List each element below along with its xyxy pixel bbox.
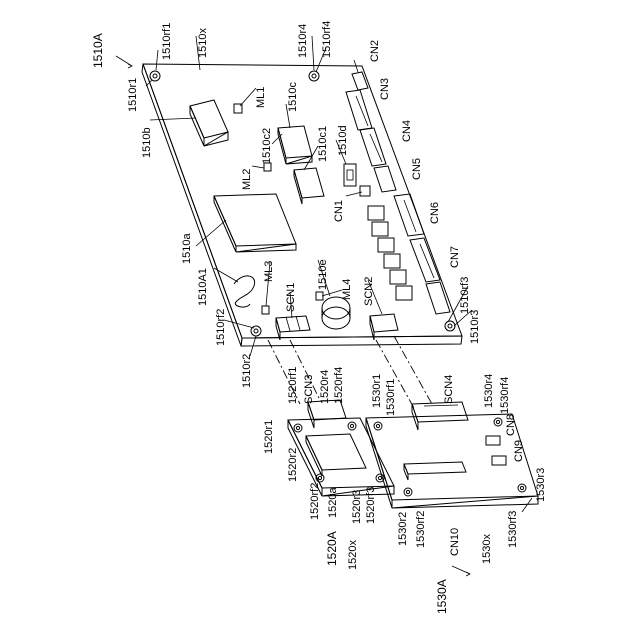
- label-1510x: 1510x: [197, 28, 209, 58]
- label-1530rf4: 1530rf4: [499, 377, 511, 414]
- label-1510r2: 1510r2: [241, 354, 253, 388]
- hole-1510rf2: [254, 329, 258, 333]
- connector-cn8: [486, 436, 500, 445]
- label-1510rf4: 1510rf4: [321, 21, 333, 58]
- label-cn6: CN6: [429, 202, 441, 224]
- hole-1510r3: [445, 321, 455, 331]
- label-1530rf2: 1530rf2: [415, 511, 427, 548]
- hole-1520r4: [348, 422, 356, 430]
- hole-1530r1: [374, 422, 382, 430]
- label-1530rf1: 1530rf1: [385, 379, 397, 416]
- hole-1510rf3: [448, 324, 452, 328]
- chip-1510c: [278, 126, 312, 164]
- component-1510b: [190, 100, 228, 146]
- part-ml4: [316, 292, 323, 300]
- label-1510A1: 1510A1: [197, 268, 209, 306]
- label-cn7: CN7: [449, 246, 461, 268]
- label-1510a: 1510a: [181, 233, 193, 264]
- hole-1530r4: [494, 418, 502, 426]
- label-1520rf1: 1520rf1: [287, 367, 299, 404]
- hole-1520r1: [294, 424, 302, 432]
- label-1510rf2: 1510rf2: [215, 309, 227, 346]
- label-1510rf3: 1510rf3: [459, 277, 471, 314]
- board-1510-bottom-edge: [241, 336, 462, 346]
- label-1520r3: 1520r3: [351, 490, 363, 524]
- cable-1510A1: [234, 276, 255, 307]
- label-scn2: SCN2: [363, 277, 375, 306]
- label-1520rf3: 1520rf3: [365, 487, 377, 524]
- label-1510c: 1510c: [287, 82, 299, 112]
- label-cn2: CN2: [369, 40, 381, 62]
- label-1510d: 1510d: [337, 125, 349, 156]
- chip-1510c1: [294, 168, 324, 204]
- label-ml4: ML4: [341, 279, 353, 300]
- label-1520x: 1520x: [347, 540, 359, 570]
- connector-cn1: [360, 186, 370, 196]
- label-1520A: 1520A: [325, 531, 339, 566]
- hole-1530r3: [518, 484, 526, 492]
- label-1510e: 1510e: [317, 259, 329, 290]
- label-cn5: CN5: [411, 158, 423, 180]
- connectors-right-edge: [346, 72, 450, 314]
- label-1510r3: 1510r3: [469, 310, 481, 344]
- label-scn3: SCN3: [303, 375, 315, 404]
- label-cn8: CN8: [505, 414, 517, 436]
- label-1530r4: 1530r4: [483, 374, 495, 408]
- label-1530A: 1530A: [435, 579, 449, 614]
- label-1510r1: 1510r1: [127, 78, 139, 112]
- label-ml2: ML2: [241, 169, 253, 190]
- label-1520r4: 1520r4: [319, 370, 331, 404]
- label-1520rf2: 1520rf2: [309, 483, 321, 520]
- board-1520: [288, 400, 394, 496]
- label-ml3: ML3: [263, 261, 275, 282]
- part-ml3: [262, 306, 269, 314]
- label-1510A: 1510A: [91, 33, 105, 68]
- label-ml1: ML1: [255, 87, 267, 108]
- hole-1510rf4: [312, 74, 316, 78]
- label-1530r1: 1530r1: [371, 374, 383, 408]
- label-1530rf3: 1530rf3: [507, 511, 519, 548]
- connector-scn2: [370, 314, 398, 340]
- chip-1510a: [214, 194, 296, 252]
- label-cn9: CN9: [513, 440, 525, 462]
- label-1530r2: 1530r2: [397, 512, 409, 546]
- label-cn3: CN3: [379, 78, 391, 100]
- label-1510rf1: 1510rf1: [161, 23, 173, 60]
- label-cn4: CN4: [401, 120, 413, 142]
- connector-scn1: [276, 316, 310, 340]
- label-1520r2: 1520r2: [287, 448, 299, 482]
- capacitor-1510e: [322, 297, 350, 329]
- label-scn4: SCN4: [443, 375, 455, 404]
- hole-1510r4: [309, 71, 319, 81]
- board-1510-left-edge: [142, 64, 242, 346]
- label-cn1: CN1: [333, 200, 345, 222]
- label-cn10: CN10: [449, 528, 461, 556]
- chip-1520a: [306, 434, 366, 476]
- switch-1510d: [344, 164, 356, 186]
- label-1510b: 1510b: [141, 127, 153, 158]
- main-board-1510: [142, 64, 462, 346]
- label-1520r1: 1520r1: [263, 420, 275, 454]
- label-1520a: 1520a: [327, 487, 339, 518]
- label-1530x: 1530x: [481, 534, 493, 564]
- label-scn1: SCN1: [285, 283, 297, 312]
- hole-1530r2: [404, 488, 412, 496]
- hole-1510rf1: [153, 74, 157, 78]
- label-1530r3: 1530r3: [535, 468, 547, 502]
- connector-cn10: [404, 462, 466, 480]
- label-1510c1: 1510c1: [317, 126, 329, 162]
- label-1510r4: 1510r4: [297, 24, 309, 58]
- label-1510c2: 1510c2: [261, 128, 273, 164]
- hole-1510r1: [150, 71, 160, 81]
- connector-cn9: [492, 456, 506, 465]
- label-1520rf4: 1520rf4: [333, 367, 345, 404]
